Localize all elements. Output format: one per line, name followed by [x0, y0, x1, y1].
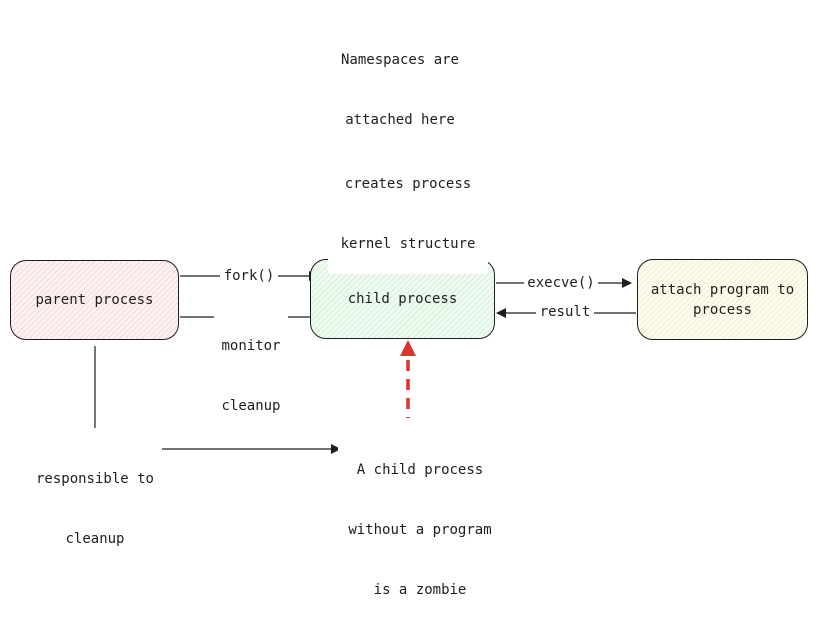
zombie-line-1: A child process	[356, 462, 484, 478]
creates-structure-label: creates process kernel structure	[328, 134, 488, 274]
attach-program-box: attach program to process	[637, 259, 808, 340]
namespaces-label: Namespaces are attached here	[330, 10, 470, 150]
result-label: result	[536, 302, 594, 322]
parent-process-box: parent process	[10, 260, 179, 340]
namespaces-line-2: attached here	[345, 112, 455, 128]
responsible-line-2: cleanup	[65, 531, 125, 547]
namespaces-line-1: Namespaces are	[340, 52, 459, 68]
monitor-line-1: monitor	[221, 338, 281, 354]
execve-label: execve()	[524, 273, 598, 293]
attach-program-label: attach program to process	[650, 281, 795, 318]
zombie-line-2: without a program	[348, 522, 492, 538]
creates-line-2: kernel structure	[340, 236, 476, 252]
fork-label: fork()	[220, 266, 278, 286]
child-process-label: child process	[347, 291, 458, 307]
monitor-line-2: cleanup	[221, 398, 281, 414]
parent-process-label: parent process	[35, 292, 154, 308]
responsible-label: responsible to cleanup	[28, 429, 162, 569]
zombie-arrow	[400, 340, 416, 418]
zombie-line-3: is a zombie	[373, 582, 467, 598]
responsible-line-1: responsible to	[35, 471, 154, 487]
creates-line-1: creates process	[344, 176, 472, 192]
zombie-label: A child process without a program is a z…	[338, 420, 502, 620]
monitor-cleanup-label: monitor cleanup	[214, 296, 288, 436]
